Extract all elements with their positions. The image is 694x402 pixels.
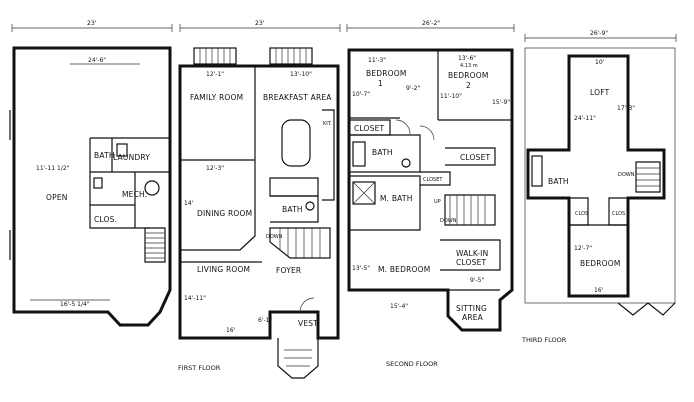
walk-in-closet-label: CLOSET	[456, 258, 487, 267]
loft-side2-dim: 17'-3"	[617, 105, 635, 112]
dining-side-dim: 14'	[184, 200, 194, 207]
open-bath-label: BATH	[94, 151, 115, 160]
bedroom1-top-dim: 11'-3"	[368, 57, 386, 64]
second-up-label: UP	[434, 199, 441, 205]
second-floor-label: SECOND FLOOR	[386, 360, 438, 368]
first-floor-label: FIRST FLOOR	[178, 364, 221, 372]
third-floor-bath-label: BATH	[548, 177, 569, 186]
open-bottom-dim: 16'-5 1/4"	[60, 301, 90, 308]
third-floor-label: THIRD FLOOR	[521, 336, 567, 344]
laundry-label: LAUNDRY	[113, 153, 150, 162]
open-top-dim: 24'-6"	[88, 57, 106, 64]
vestibule-label: VEST.	[298, 319, 320, 328]
third-width-dim: 26'-9"	[590, 30, 608, 37]
third-closet2-label: CLOS	[612, 211, 625, 217]
second-closet-left-label: CLOSET	[354, 124, 385, 133]
master-bed-bottom-dim: 15'-4"	[390, 303, 408, 310]
living-side-dim: 14'-11"	[184, 295, 206, 302]
mech-label: MECH.	[122, 190, 147, 199]
bedroom2-label: BEDROOM	[448, 71, 489, 80]
third-bedroom-bottom-dim: 16'	[594, 287, 604, 294]
bedroom1-number: 1	[378, 79, 383, 88]
second-floor-plan	[347, 48, 514, 332]
loft-side-dim: 24'-11"	[574, 115, 596, 122]
breakfast-area-label: BREAKFAST AREA	[263, 93, 332, 102]
foyer-label: FOYER	[276, 266, 301, 275]
loft-label: LOFT	[590, 88, 610, 97]
bedroom2-number: 2	[466, 81, 471, 90]
bedroom1-side-dim: 10'-7"	[352, 91, 370, 98]
first-floor-plan	[178, 47, 340, 379]
third-closet1-label: CLOS	[575, 211, 588, 217]
family-room-label: FAMILY ROOM	[190, 93, 243, 102]
open-room-label: OPEN	[46, 193, 68, 202]
living-bottom-dim: 16'	[226, 327, 236, 334]
second-width-dim: 26'-2"	[422, 20, 440, 27]
bedroom2-side2-dim: 15'-9"	[492, 99, 510, 106]
open-width-dim: 23'	[87, 20, 97, 27]
walk-in-dim: 9'-5"	[470, 277, 484, 284]
dining-dim: 12'-3"	[206, 165, 224, 172]
walk-in-label: WALK-IN	[456, 249, 488, 258]
third-bedroom-side-dim: 12'-7"	[574, 245, 592, 252]
bedroom2-metric-dim: 4.13 m	[460, 63, 478, 69]
first-floor-down-label: DOWN	[266, 234, 283, 240]
loft-top-dim: 10'	[595, 59, 605, 66]
foyer-dim: 6'-1"	[258, 317, 272, 324]
third-bedroom-label: BEDROOM	[580, 259, 621, 268]
open-plan	[9, 46, 172, 327]
third-floor-plan	[524, 47, 676, 316]
dining-room-label: DINING ROOM	[197, 209, 252, 218]
master-bed-side-dim: 13'-5"	[352, 265, 370, 272]
master-bath-label: M. BATH	[380, 194, 413, 203]
bedroom2-side-dim: 11'-10"	[440, 93, 462, 100]
second-closet-right-label: CLOSET	[460, 153, 491, 162]
second-small-closet-label: CLOSET	[423, 177, 443, 183]
first-width-dim: 23'	[255, 20, 265, 27]
family-room-dim: 12'-1"	[206, 71, 224, 78]
kitchen-label: KIT.	[323, 121, 332, 127]
top-dimension-lines	[11, 24, 677, 42]
sitting-area-label: AREA	[462, 313, 484, 322]
second-down-label: DOWN	[440, 218, 457, 224]
bedroom1-label: BEDROOM	[366, 69, 407, 78]
open-side-dim: 11'-11 1/2"	[36, 165, 70, 172]
first-floor-bath-label: BATH	[282, 205, 303, 214]
bedroom2-top-dim: 13'-6"	[458, 55, 476, 62]
breakfast-dim: 13'-10"	[290, 71, 312, 78]
second-bath-label: BATH	[372, 148, 393, 157]
living-room-label: LIVING ROOM	[197, 265, 250, 274]
sitting-label: SITTING	[456, 304, 487, 313]
third-down-label: DOWN	[618, 172, 635, 178]
open-closet-label: CLOS.	[94, 215, 117, 224]
master-bedroom-label: M. BEDROOM	[378, 265, 430, 274]
bedroom1-side2-dim: 9'-2"	[406, 85, 420, 92]
